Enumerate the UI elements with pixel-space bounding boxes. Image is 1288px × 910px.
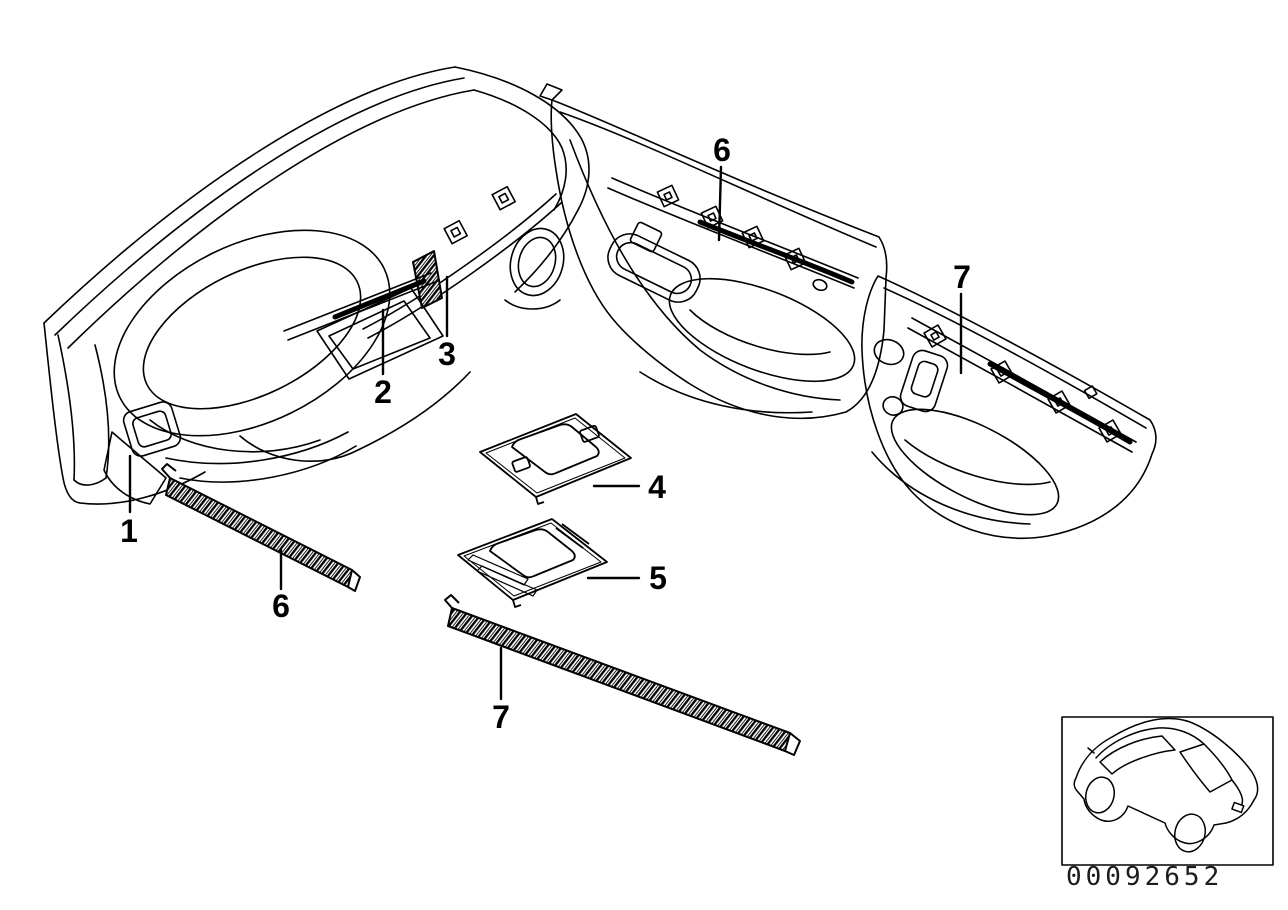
console-trim-plate-4-drawing — [479, 413, 632, 505]
car-outline-icon — [1073, 717, 1259, 853]
callout-7-middle-strip[interactable]: 7 — [492, 699, 510, 735]
dashboard-drawing — [43, 66, 590, 505]
front-door-panel-drawing — [539, 83, 888, 420]
console-trim-plate-5-drawing — [457, 518, 608, 608]
dashboard-trim-strip-6-drawing — [161, 463, 361, 592]
diagram-image-id: 00092652 — [1066, 862, 1224, 892]
callout-3[interactable]: 3 — [438, 336, 456, 372]
door-trim-strip-7-drawing — [444, 594, 801, 756]
dashboard-clip-icons — [443, 185, 516, 245]
center-stack-drawing — [283, 272, 444, 380]
front-door-clip-icons — [656, 184, 807, 271]
callout-2[interactable]: 2 — [374, 374, 392, 410]
callout-7-rear-door[interactable]: 7 — [953, 259, 971, 295]
light-switch-trim-drawing — [122, 401, 182, 457]
callout-6-front-door[interactable]: 6 — [713, 132, 731, 168]
rear-door-panel-drawing — [861, 275, 1157, 540]
callout-4[interactable]: 4 — [648, 469, 666, 505]
callout-5[interactable]: 5 — [649, 560, 667, 596]
instrument-cowl-drawing — [113, 229, 391, 453]
callout-leader-lines — [128, 165, 963, 701]
thumbnail-border — [1061, 716, 1274, 866]
callout-1[interactable]: 1 — [120, 513, 138, 549]
callout-6-left-strip[interactable]: 6 — [272, 588, 290, 624]
car-position-thumbnail — [1061, 716, 1274, 866]
rear-door-clip-icons — [923, 324, 1122, 443]
side-vent-drawing — [504, 227, 565, 310]
